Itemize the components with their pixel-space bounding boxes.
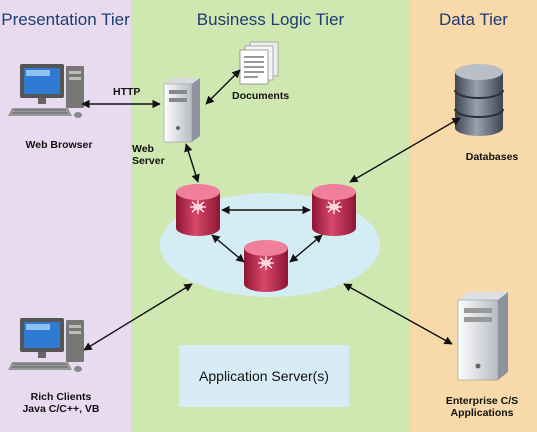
database-arrow: [349, 117, 461, 183]
web-server-icon: [163, 78, 200, 143]
enterprise-server-icon: [457, 292, 508, 381]
node-link-arrow: [289, 234, 323, 263]
web-server-label-line2: Server: [132, 155, 165, 167]
web-server-label: Web Server: [132, 143, 165, 167]
enterprise-label: Enterprise C/S Applications: [432, 395, 532, 419]
rich-clients-label-line2: Java C/C++, VB: [22, 403, 100, 415]
rich-clients-label-line1: Rich Clients: [30, 391, 92, 403]
http-label: HTTP: [113, 86, 141, 98]
presentation-tier-title: Presentation Tier: [1, 10, 130, 29]
web-browser-label: Web Browser: [25, 139, 93, 151]
enterprise-label-line2: Applications: [450, 407, 514, 419]
web-server-label-line1: Web: [132, 143, 154, 155]
documents-label: Documents: [232, 90, 290, 102]
database-icon: [454, 64, 504, 136]
enterprise-label-line1: Enterprise C/S: [445, 395, 519, 407]
app-server-node-icon: [243, 239, 289, 293]
web-browser-computer-icon: [7, 63, 85, 119]
documents-arrow: [205, 69, 241, 105]
app-server-node-icon: [311, 183, 357, 237]
databases-label: Databases: [465, 151, 519, 163]
application-server-label: Application Server(s): [199, 368, 329, 384]
rich-clients-arrow: [83, 283, 193, 351]
web-server-to-node-arrow: [184, 143, 200, 183]
app-server-node-icon: [175, 183, 221, 237]
business-logic-tier-title: Business Logic Tier: [196, 10, 345, 29]
data-tier-title: Data Tier: [439, 10, 508, 29]
application-server-box: Application Server(s): [179, 345, 349, 407]
node-link-arrow: [211, 234, 245, 263]
documents-icon: [239, 41, 279, 85]
enterprise-arrow: [343, 283, 453, 345]
rich-clients-label: Rich Clients Java C/C++, VB: [10, 391, 112, 415]
rich-clients-computer-icon: [7, 317, 85, 373]
